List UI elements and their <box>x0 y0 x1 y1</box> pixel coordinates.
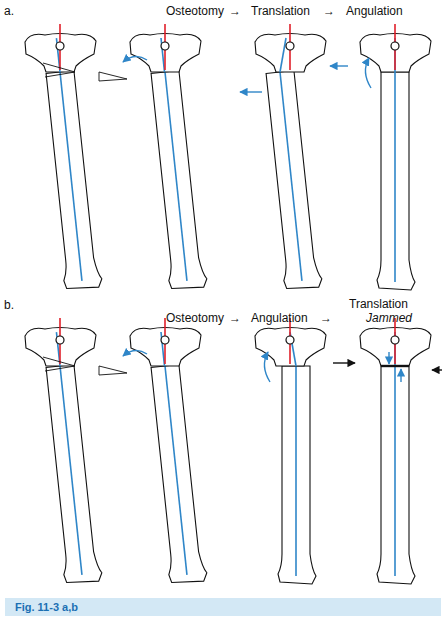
tibia-figure <box>255 318 326 584</box>
step-label: Osteotomy <box>166 4 224 18</box>
illustration-use <box>278 366 316 584</box>
illustration-use <box>377 72 415 290</box>
illustration-line <box>280 38 286 72</box>
illustration-polygon <box>99 72 127 81</box>
state-label: Jammed <box>366 311 412 325</box>
illustration-g <box>147 364 208 585</box>
illustration-circle <box>286 42 294 50</box>
illustration-circle <box>391 336 399 344</box>
illustration-line <box>280 72 302 281</box>
tibia-figure <box>240 24 348 291</box>
illustration-use <box>262 70 323 291</box>
illustration-g <box>262 70 323 291</box>
illustration-path <box>43 63 75 77</box>
tibia-figure <box>25 318 103 585</box>
illustration-line <box>333 362 355 363</box>
illustration-use <box>42 70 103 291</box>
illustration-polygon <box>99 366 127 375</box>
illustration-line <box>240 91 262 92</box>
illustration-line <box>394 332 396 576</box>
illustration-line <box>330 65 348 66</box>
illustration-g <box>147 70 208 291</box>
step-arrow: → <box>229 4 241 18</box>
panel-letter: b. <box>4 298 14 312</box>
tibia-figure <box>25 24 103 291</box>
illustration-circle <box>56 42 64 50</box>
illustration-g <box>39 36 103 291</box>
illustration-circle <box>391 42 399 50</box>
illustration-line <box>165 366 187 575</box>
step-arrow: → <box>229 311 241 325</box>
illustration-line <box>165 72 187 281</box>
illustration-g <box>278 366 316 584</box>
illustration-line <box>388 352 389 364</box>
illustration-use <box>147 70 208 291</box>
illustration-use <box>42 364 103 585</box>
illustration-path <box>264 352 270 382</box>
tibia-figure <box>333 318 442 584</box>
illustration-circle <box>56 336 64 344</box>
illustration-circle <box>161 42 169 50</box>
illustration-circle <box>161 336 169 344</box>
step-label: Translation <box>251 4 310 18</box>
step-label: Osteotomy <box>166 311 224 325</box>
illustration-use <box>377 366 415 584</box>
illustration-g <box>39 330 103 585</box>
illustration-line <box>400 369 401 382</box>
tibia-figure <box>360 24 431 290</box>
illustration-path <box>123 56 147 62</box>
illustration-path <box>123 350 147 356</box>
figure-caption: Fig. 11-3 a,b <box>5 598 441 616</box>
step-label: → <box>320 311 332 325</box>
illustration-path <box>43 357 75 371</box>
step-label: Angulation <box>251 311 308 325</box>
tibia-figure <box>99 318 208 585</box>
panel-letter: a. <box>4 4 14 18</box>
step-label: Angulation <box>346 4 403 18</box>
illustration-line <box>432 369 442 370</box>
illustration-line <box>295 366 297 576</box>
illustration-line <box>394 38 396 282</box>
illustration-path <box>365 58 371 88</box>
step-label: → <box>323 4 335 18</box>
illustration-circle <box>286 336 294 344</box>
illustration-use <box>147 364 208 585</box>
step-label: Translation <box>349 297 408 311</box>
illustration-line <box>381 365 409 367</box>
tibia-figure <box>99 24 208 291</box>
